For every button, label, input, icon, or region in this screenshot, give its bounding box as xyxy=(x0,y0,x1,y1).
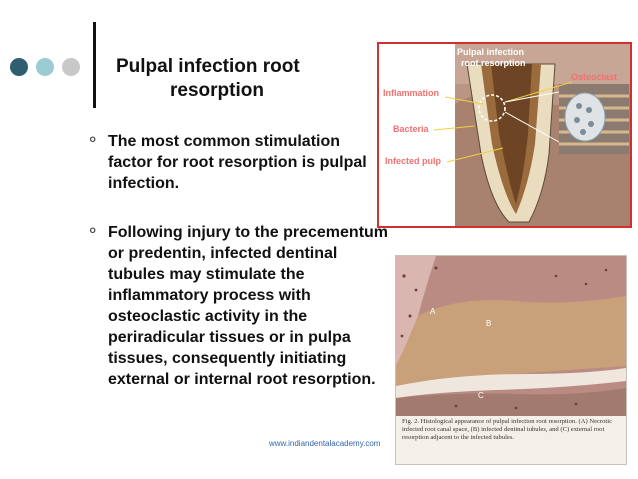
bullet-text: The most common stimulation factor for r… xyxy=(108,133,367,192)
region-label-a: A xyxy=(430,307,436,316)
tooth-diagram: Pulpal infection root resorption Inflamm… xyxy=(383,44,630,226)
slide-title: Pulpal infection root resorption xyxy=(116,55,366,103)
region-label-b: B xyxy=(486,319,491,328)
bullet-text: Following injury to the precementum or p… xyxy=(108,224,389,388)
dot-dark xyxy=(10,58,28,76)
title-line-1: Pulpal infection root xyxy=(116,56,300,77)
osteoclast-inset xyxy=(559,84,629,154)
figure-header-line-2: root resorption xyxy=(461,58,526,68)
region-label-c: C xyxy=(478,391,484,400)
label-inflammation: Inflammation xyxy=(383,88,439,98)
bullet-icon: ⚬ xyxy=(86,132,100,149)
histology-figure: A B C Fig. 2. Histological appearance of… xyxy=(395,255,627,465)
dot-gray xyxy=(62,58,80,76)
label-bacteria: Bacteria xyxy=(393,124,430,134)
footer-url[interactable]: www.indiandentalacademy.com xyxy=(269,439,381,448)
figure-caption: Fig. 2. Histological appearance of pulpa… xyxy=(402,418,613,442)
dot-light-teal xyxy=(36,58,54,76)
title-divider xyxy=(93,22,96,108)
label-osteoclast: Osteoclast xyxy=(571,72,617,82)
title-line-2: resorption xyxy=(170,80,264,101)
tooth-diagram-figure: Pulpal infection root resorption Inflamm… xyxy=(377,42,632,228)
histology-photo: A B C xyxy=(396,256,626,416)
decorative-dots xyxy=(10,58,80,76)
bullet-icon: ⚬ xyxy=(86,223,100,240)
label-infected-pulp: Infected pulp xyxy=(385,156,442,166)
figure-header-line-1: Pulpal infection xyxy=(457,47,524,57)
